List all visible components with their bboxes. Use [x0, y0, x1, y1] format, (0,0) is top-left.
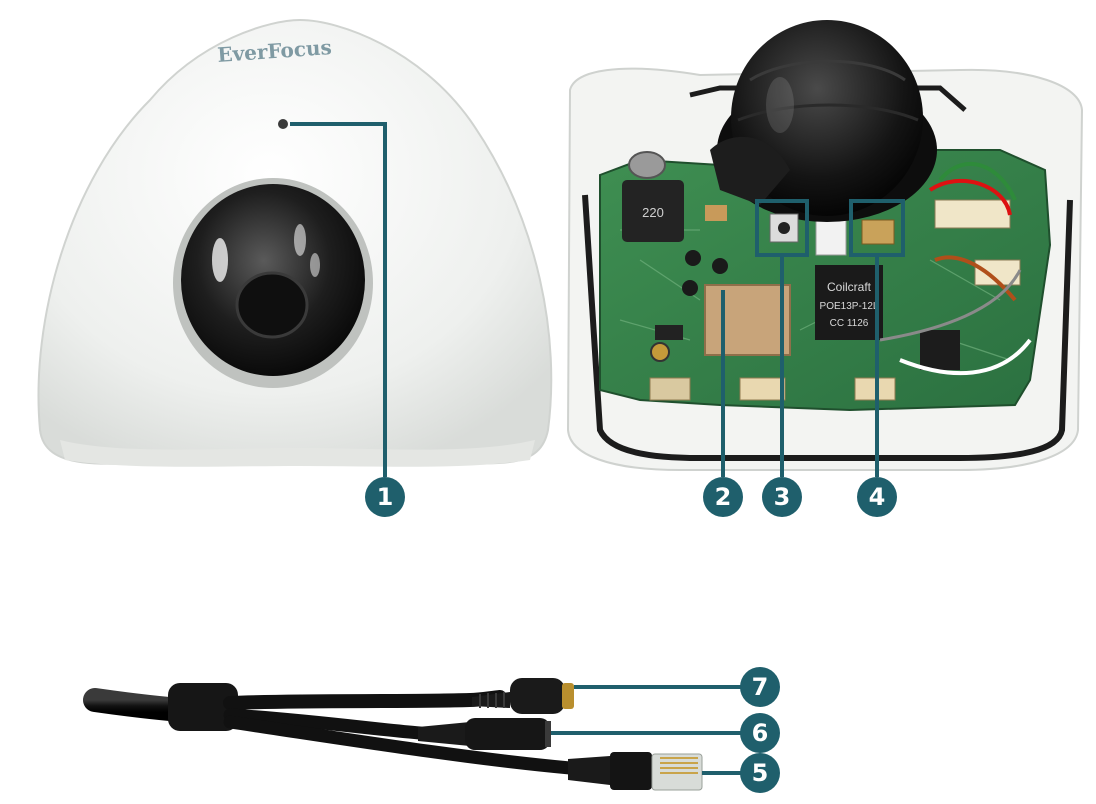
- callout-7: 7: [740, 667, 780, 707]
- camera-hole: [278, 119, 288, 129]
- ferrite-bead: [168, 683, 238, 731]
- callout-4: 4: [857, 477, 897, 517]
- callout-1: 1: [365, 477, 405, 517]
- audio-connector: [465, 718, 550, 750]
- callout-3: 3: [762, 477, 802, 517]
- rj45-connector: [610, 752, 652, 790]
- transformer-brand: Coilcraft: [827, 280, 872, 294]
- memory-card-slot: [704, 284, 791, 356]
- camera-interior: 220 Coilcraft POE13P-12L CC 1126: [566, 20, 1084, 471]
- transformer-code: CC 1126: [830, 318, 869, 329]
- camera-dome-exterior: EverFocus: [37, 18, 553, 467]
- camera-cable-assembly: [83, 678, 703, 791]
- callout-2: 2: [703, 477, 743, 517]
- callout-5: 5: [740, 753, 780, 793]
- inductor-marking: 220: [642, 205, 664, 220]
- power-connector: [510, 678, 565, 714]
- transformer-model: POE13P-12L: [820, 301, 879, 312]
- callout-6: 6: [740, 713, 780, 753]
- callout-leader-lines: [290, 122, 879, 775]
- poe-transformer: [815, 265, 883, 340]
